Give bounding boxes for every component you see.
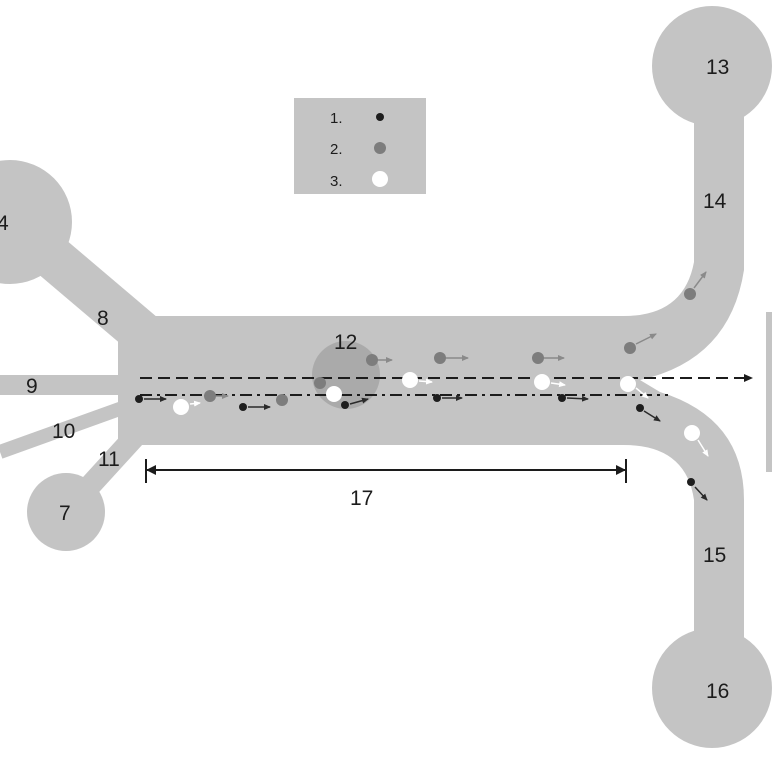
particle-type1 (341, 397, 369, 409)
legend-label-2: 2. (330, 141, 343, 158)
label-16: 16 (706, 680, 729, 703)
particle-type1 (135, 395, 167, 403)
particle-type1 (636, 404, 661, 422)
particle-type3 (173, 399, 201, 415)
legend-label-3: 3. (330, 173, 343, 190)
label-7: 7 (59, 502, 71, 525)
channel-9 (0, 375, 150, 395)
label-13: 13 (706, 56, 729, 79)
side-box (766, 312, 772, 472)
particle-type2 (314, 377, 326, 389)
label-15: 15 (703, 544, 726, 567)
legend-particle-2 (374, 142, 386, 154)
component-labels: 4 8 9 10 11 7 12 17 13 14 15 16 (0, 56, 729, 703)
particle-type3 (326, 386, 342, 402)
label-14: 14 (703, 190, 727, 213)
reservoir-13 (652, 6, 772, 126)
legend-particle-1 (376, 113, 384, 121)
particle-type1 (687, 478, 708, 501)
particle-type2 (276, 394, 288, 406)
label-8: 8 (97, 307, 109, 330)
particle-type3 (534, 374, 566, 390)
particle-type1 (558, 394, 589, 402)
main-channel (118, 240, 744, 560)
particle-type3 (620, 376, 649, 399)
legend-box (294, 98, 426, 194)
label-4: 4 (0, 212, 9, 235)
particle-type2 (684, 271, 707, 300)
particle-type2 (366, 354, 393, 366)
label-10: 10 (52, 420, 75, 443)
particle-type2 (532, 352, 565, 364)
particle-type2 (434, 352, 469, 364)
dimension-17 (145, 459, 627, 483)
particle-type2 (204, 390, 229, 402)
particle-type1 (239, 403, 271, 411)
particle-type3 (402, 372, 433, 388)
label-17: 17 (350, 487, 373, 510)
particle-type2 (624, 333, 657, 354)
particle-type1 (433, 394, 463, 402)
legend: 1. 2. 3. (294, 98, 426, 194)
particle-type3 (684, 425, 709, 457)
label-11: 11 (98, 448, 120, 471)
particles (135, 271, 709, 501)
legend-particle-3 (372, 171, 388, 187)
label-9: 9 (26, 375, 38, 398)
reservoir-7 (27, 473, 105, 551)
legend-label-1: 1. (330, 110, 343, 127)
channel-14 (694, 100, 744, 270)
channel-network (0, 6, 772, 748)
label-12: 12 (334, 331, 357, 354)
reservoir-16 (652, 628, 772, 748)
